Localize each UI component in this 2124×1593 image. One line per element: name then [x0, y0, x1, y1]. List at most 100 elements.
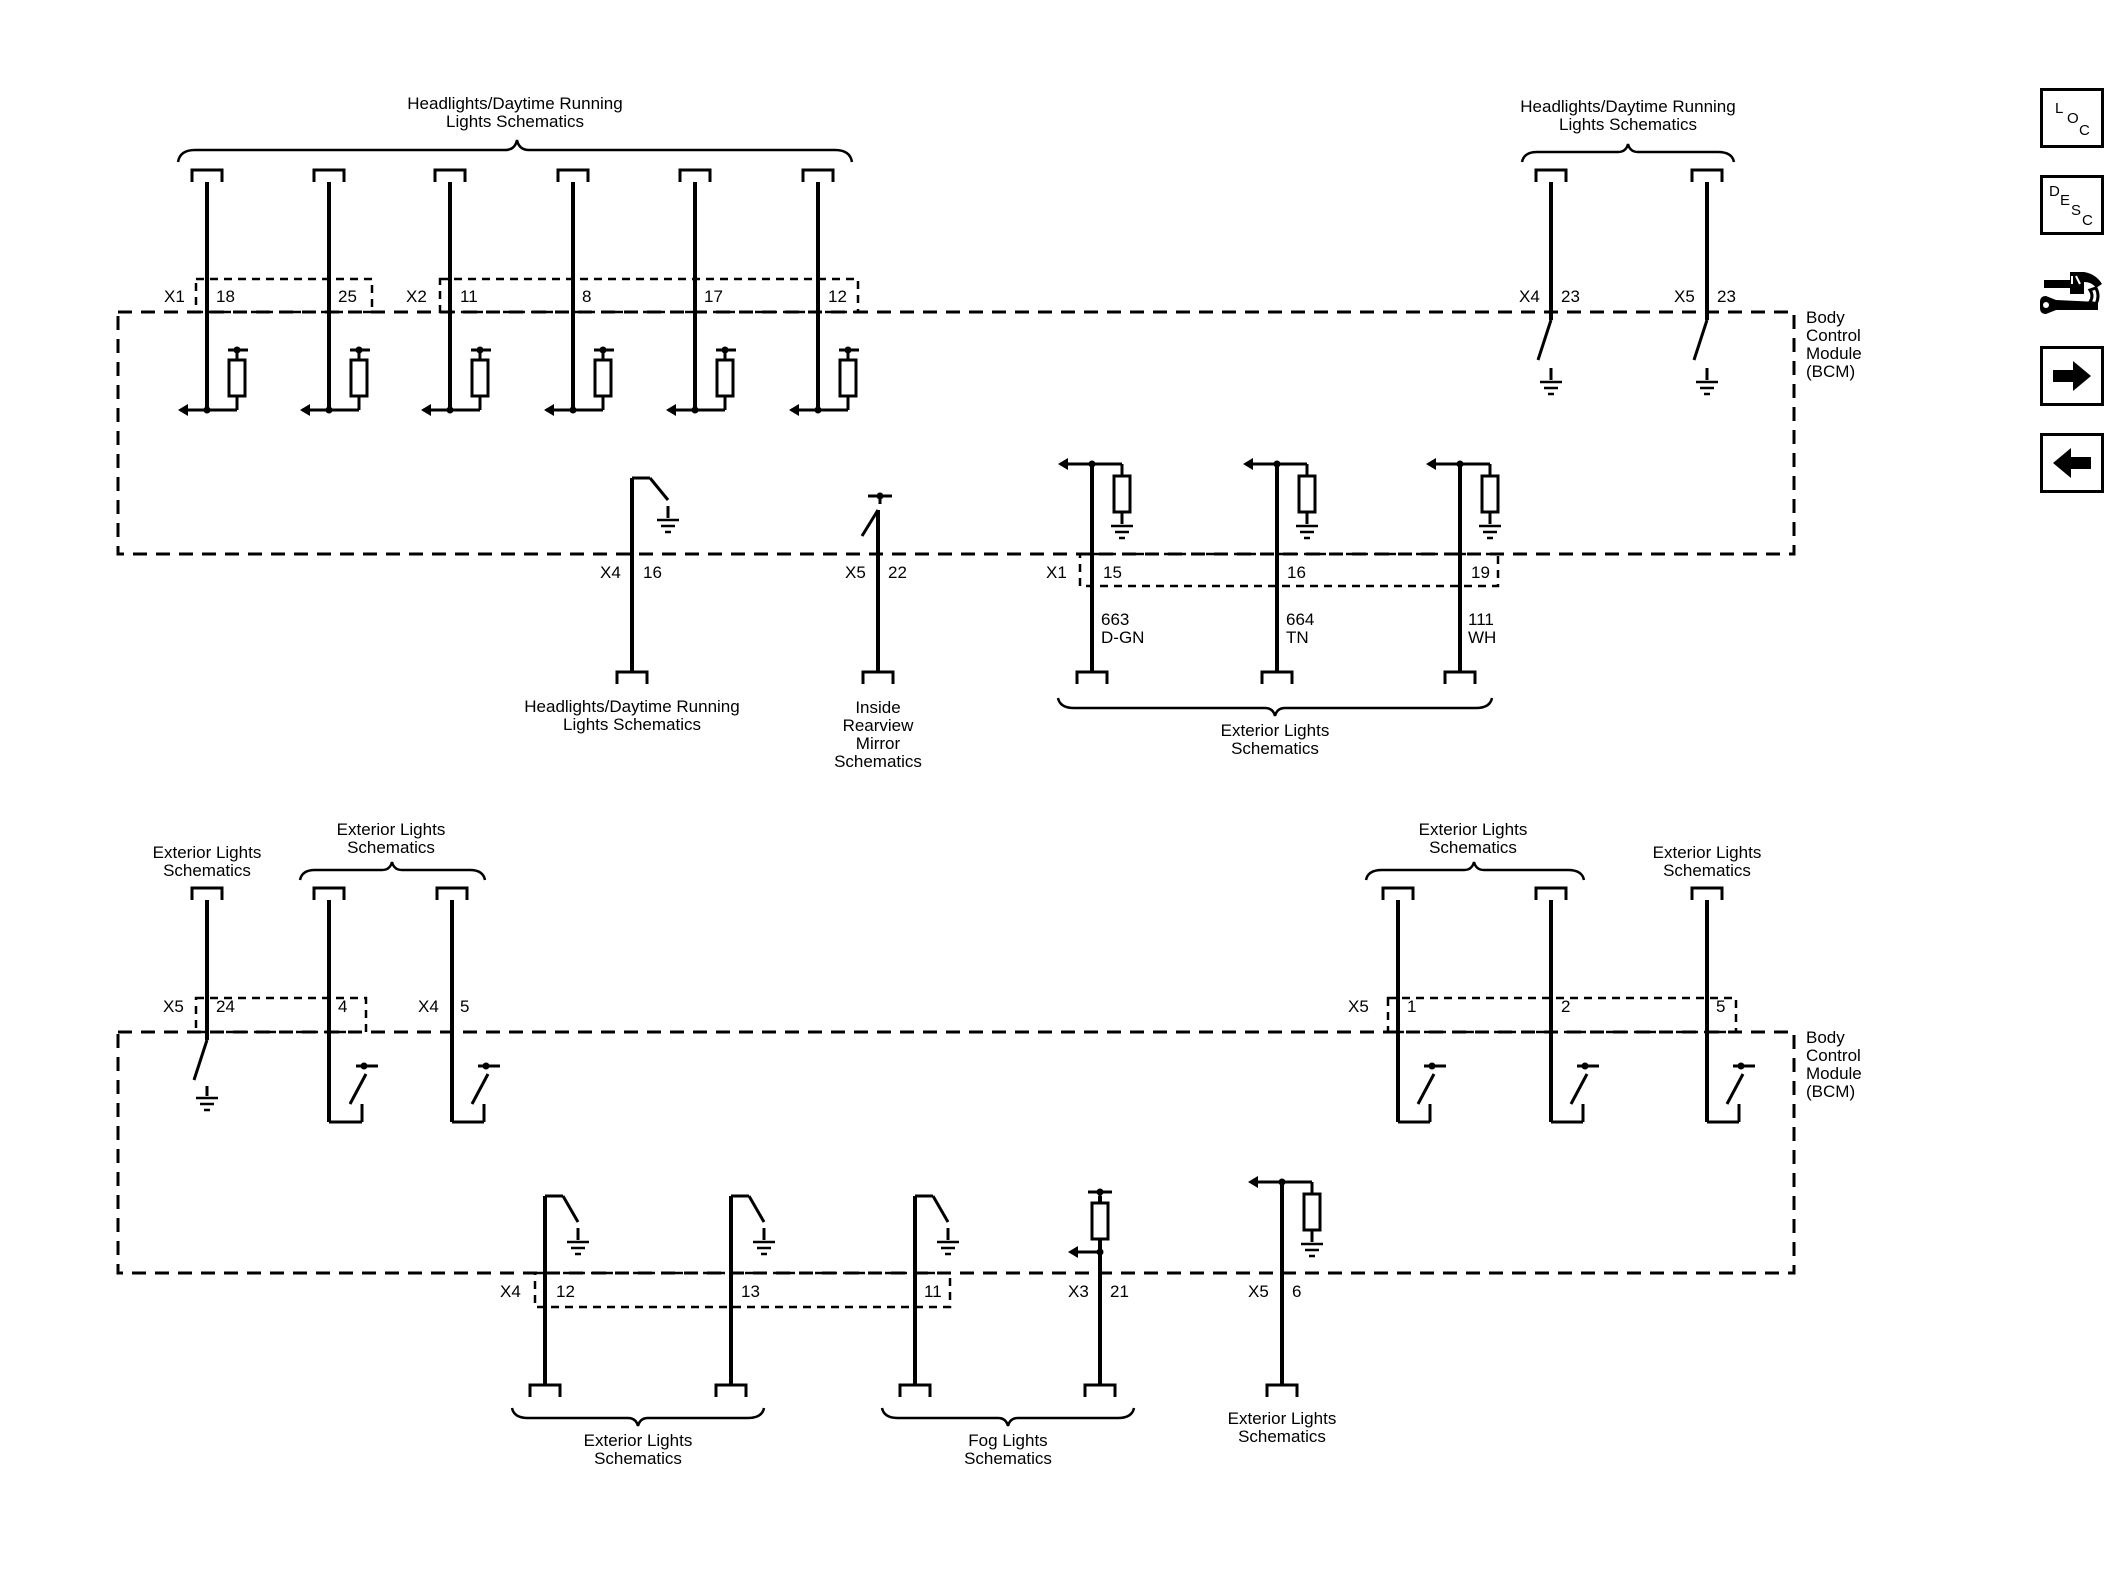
pin-x1-19: 19	[1471, 563, 1490, 582]
conn-x1-top: X1	[164, 287, 185, 306]
wire-663-num: 663	[1101, 610, 1129, 629]
footer-brace-fog	[880, 1407, 1136, 1427]
conn-x1-bottom: X1	[1046, 563, 1067, 582]
bottom-section: Exterior Lights Schematics Exterior Ligh…	[116, 820, 1862, 1468]
pin-2: 2	[1561, 997, 1570, 1016]
pin-24: 24	[216, 997, 235, 1016]
pin-x4-13: 13	[741, 1282, 760, 1301]
footer-headlights-2: Lights Schematics	[563, 715, 701, 734]
footer-ext-pair-2: Schematics	[594, 1449, 682, 1468]
module-label-2: Control	[1806, 326, 1861, 345]
circuit-x5-24	[190, 886, 224, 1112]
pin-x4-23: 23	[1561, 287, 1580, 306]
circuit-17	[666, 168, 736, 416]
bcm-boundary-top	[116, 310, 1796, 556]
circuit-x4-12	[528, 1194, 591, 1399]
circuit-x4-13	[714, 1194, 777, 1399]
header-brace-ext-pair-right	[1364, 861, 1586, 881]
footer-brace-ext-pair	[510, 1407, 766, 1427]
connector-band-x1-x2	[194, 277, 374, 314]
header-ext-single-right-1: Exterior Lights	[1653, 843, 1762, 862]
circuit-x5-4	[312, 886, 378, 1124]
conn-x5-bottom-left: X5	[163, 997, 184, 1016]
conn-x5-bottom-right: X5	[1348, 997, 1369, 1016]
header-ext-pair-left-1: Exterior Lights	[337, 820, 446, 839]
connector-band-x2	[438, 277, 860, 314]
pin-x4-16: 16	[643, 563, 662, 582]
circuit-x4-5	[435, 886, 500, 1124]
module-label-bottom-3: Module	[1806, 1064, 1862, 1083]
footer-headlights-1: Headlights/Daytime Running	[524, 697, 739, 716]
desc-letter-d: D	[2049, 183, 2060, 200]
connector-band-x5-right	[1386, 996, 1738, 1034]
module-label-bottom-1: Body	[1806, 1028, 1845, 1047]
conn-x3: X3	[1068, 1282, 1089, 1301]
repair-procedures-button[interactable]	[2036, 258, 2108, 322]
module-label-bottom-4: (BCM)	[1806, 1082, 1855, 1101]
next-page-button[interactable]	[2040, 346, 2104, 406]
circuit-x4-11	[898, 1194, 961, 1399]
circuit-x4-23	[1534, 168, 1568, 396]
circuit-18	[178, 168, 248, 416]
pin-x5-22: 22	[888, 563, 907, 582]
circuit-11	[421, 168, 491, 416]
footer-ext-single-1: Exterior Lights	[1228, 1409, 1337, 1428]
pin-17: 17	[704, 287, 723, 306]
header-ext-pair-right-2: Schematics	[1429, 838, 1517, 857]
top-section: Headlights/Daytime Running Lights Schema…	[116, 94, 1862, 771]
pin-x1-15: 15	[1103, 563, 1122, 582]
desc-button[interactable]: D E S C	[2040, 175, 2104, 235]
desc-letter-s: S	[2071, 202, 2081, 219]
top-left-circuits	[178, 168, 859, 416]
pin-18: 18	[216, 287, 235, 306]
connector-band-x5-left	[194, 996, 368, 1034]
header-headlights-right-2: Lights Schematics	[1559, 115, 1697, 134]
module-label-bottom-2: Control	[1806, 1046, 1861, 1065]
wire-663-color: D-GN	[1101, 628, 1144, 647]
pin-x4-11: 11	[924, 1282, 942, 1301]
header-brace-right	[1520, 143, 1736, 163]
circuit-x5-1	[1381, 886, 1446, 1124]
conn-x4-bottom-row: X4	[500, 1282, 521, 1301]
desc-letter-c: C	[2082, 212, 2093, 229]
header-ext-single-right-2: Schematics	[1663, 861, 1751, 880]
pin-x5-23: 23	[1717, 287, 1736, 306]
circuit-x1-15	[1058, 458, 1135, 686]
header-headlights-left-1: Headlights/Daytime Running	[407, 94, 622, 113]
previous-page-button[interactable]	[2040, 433, 2104, 493]
pin-x5-6: 6	[1292, 1282, 1301, 1301]
pin-x4-12: 12	[556, 1282, 575, 1301]
conn-x4-bottom: X4	[600, 563, 621, 582]
footer-exterior-top-2: Schematics	[1231, 739, 1319, 758]
pin-5-left: 5	[460, 997, 469, 1016]
arrow-right-icon	[2053, 361, 2091, 391]
header-ext-single-left-1: Exterior Lights	[153, 843, 262, 862]
conn-x5-top-right: X5	[1674, 287, 1695, 306]
wrench-hand-icon	[2040, 272, 2102, 314]
footer-brace-exterior	[1056, 697, 1494, 717]
loc-letter-l: L	[2055, 100, 2063, 117]
circuit-x5-6	[1248, 1176, 1325, 1399]
footer-exterior-top-1: Exterior Lights	[1221, 721, 1330, 740]
footer-mirror-4: Schematics	[834, 752, 922, 771]
conn-x5-bottom-row: X5	[1248, 1282, 1269, 1301]
circuit-x3-21	[1068, 1188, 1117, 1399]
circuit-8	[544, 168, 614, 416]
bcm-boundary-bottom	[116, 1030, 1796, 1275]
wire-664-color: TN	[1286, 628, 1309, 647]
circuit-25	[300, 168, 370, 416]
header-brace-left	[176, 139, 854, 163]
loc-button[interactable]: L O C	[2040, 88, 2104, 148]
footer-ext-pair-1: Exterior Lights	[584, 1431, 693, 1450]
wire-111-num: 111	[1468, 610, 1494, 629]
pin-x3-21: 21	[1110, 1282, 1129, 1301]
circuit-x5-22	[860, 492, 895, 686]
footer-mirror-2: Rearview	[843, 716, 915, 735]
circuit-12	[789, 168, 859, 416]
header-brace-ext-pair-left	[298, 861, 487, 881]
wire-111-color: WH	[1468, 628, 1496, 647]
loc-letter-o: O	[2067, 110, 2079, 127]
pin-11: 11	[460, 287, 478, 306]
wire-664-num: 664	[1286, 610, 1314, 629]
